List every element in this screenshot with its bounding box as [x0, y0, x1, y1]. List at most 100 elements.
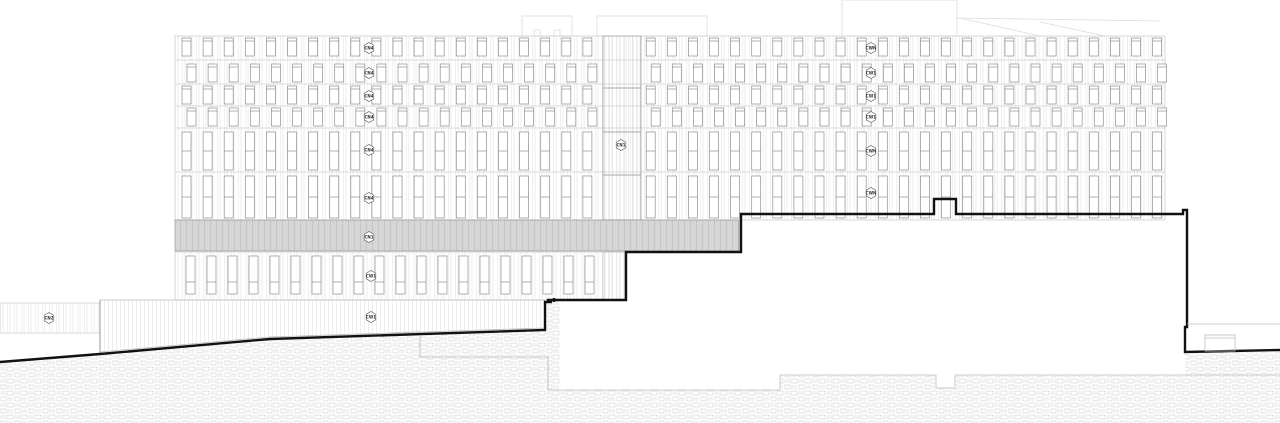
- hexagon-tag-icon: [865, 145, 877, 157]
- hexagon-tag-icon: [363, 90, 375, 102]
- tag-label: CN4: [364, 70, 373, 75]
- material-tag: CW1: [365, 270, 376, 282]
- window: [1030, 63, 1041, 83]
- window: [227, 255, 238, 295]
- window: [793, 85, 804, 105]
- window: [287, 37, 297, 57]
- window: [645, 85, 656, 105]
- window: [248, 255, 259, 295]
- window: [1088, 37, 1099, 57]
- window: [207, 107, 218, 127]
- material-tag: CWN: [865, 145, 877, 157]
- window: [266, 37, 276, 57]
- window: [1115, 63, 1125, 83]
- hexagon-tag-icon: [615, 139, 627, 151]
- window: [671, 107, 682, 127]
- window: [946, 107, 956, 127]
- material-tag: CN4: [363, 67, 375, 79]
- window: [521, 255, 532, 295]
- tag-label: CN1: [616, 142, 625, 147]
- window: [772, 37, 783, 57]
- window: [777, 63, 788, 83]
- hexagon-tag-icon: [865, 111, 877, 123]
- window: [460, 107, 471, 127]
- window: [983, 85, 994, 105]
- window: [561, 85, 572, 105]
- lower-facade: [174, 251, 626, 301]
- window: [688, 85, 698, 105]
- window: [418, 63, 429, 83]
- window: [904, 63, 914, 83]
- window: [228, 107, 239, 127]
- window: [693, 63, 703, 83]
- annex-box: [1187, 323, 1280, 352]
- podium-facade: [0, 299, 546, 353]
- window: [819, 107, 830, 127]
- window: [709, 85, 719, 105]
- window: [397, 63, 408, 83]
- material-tag: CWN: [866, 42, 877, 54]
- window: [311, 255, 322, 295]
- window: [202, 37, 213, 57]
- tag-label: CN4: [364, 114, 373, 119]
- window: [582, 37, 593, 57]
- window: [350, 37, 361, 57]
- window: [798, 107, 809, 127]
- window: [882, 63, 893, 83]
- hexagon-tag-icon: [363, 67, 375, 79]
- window: [249, 107, 260, 127]
- window: [374, 255, 385, 295]
- tag-label: CW1: [866, 70, 876, 75]
- tower-facade: [174, 35, 1167, 221]
- material-tag: CN4: [363, 192, 375, 204]
- window: [988, 107, 999, 127]
- window: [418, 107, 429, 127]
- hexagon-tag-icon: [865, 90, 877, 102]
- window: [498, 37, 508, 57]
- hexagon-tag-icon: [363, 111, 375, 123]
- window: [223, 85, 234, 105]
- hexagon-tag-icon: [865, 67, 877, 79]
- window: [988, 63, 999, 83]
- window: [967, 63, 978, 83]
- window: [334, 107, 345, 127]
- window: [1093, 63, 1104, 83]
- window: [185, 255, 196, 295]
- window: [329, 85, 340, 105]
- tower-windows: [181, 37, 1167, 219]
- tag-label: CW1: [366, 314, 376, 319]
- material-tag: CN1: [615, 139, 627, 151]
- window: [542, 255, 553, 295]
- window: [566, 63, 577, 83]
- window: [455, 85, 466, 105]
- tag-label: CWN: [866, 45, 877, 50]
- window: [1093, 107, 1104, 127]
- hexagon-tag-icon: [363, 192, 375, 204]
- window: [439, 63, 450, 83]
- window: [1025, 85, 1036, 105]
- window: [904, 107, 914, 127]
- window: [941, 37, 951, 57]
- window: [350, 85, 361, 105]
- window: [329, 37, 340, 57]
- window: [434, 37, 445, 57]
- window: [207, 63, 218, 83]
- window: [671, 63, 682, 83]
- window: [666, 85, 677, 105]
- window: [524, 107, 534, 127]
- window: [877, 37, 888, 57]
- window: [455, 37, 466, 57]
- window: [1072, 107, 1083, 127]
- window: [1157, 63, 1167, 83]
- window: [1004, 37, 1015, 57]
- window: [1067, 37, 1078, 57]
- window: [925, 63, 935, 83]
- window: [751, 37, 762, 57]
- window: [730, 85, 740, 105]
- window: [437, 255, 448, 295]
- window: [332, 255, 343, 295]
- window: [899, 37, 909, 57]
- ground-hatch: [0, 300, 1280, 423]
- window: [292, 107, 302, 127]
- window: [1157, 107, 1167, 127]
